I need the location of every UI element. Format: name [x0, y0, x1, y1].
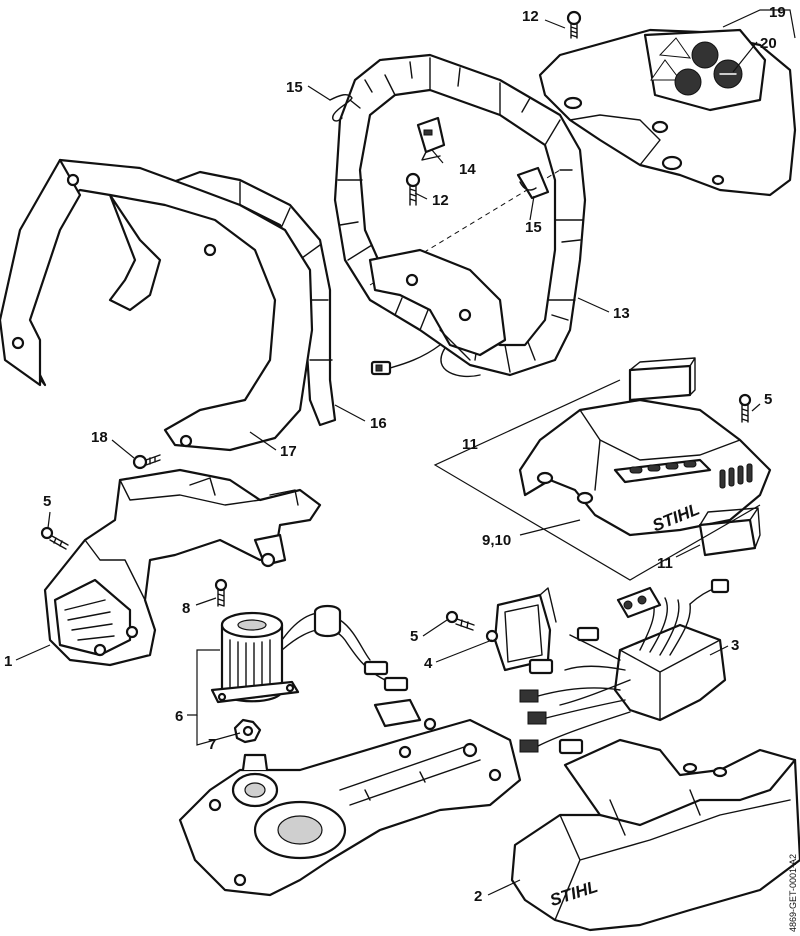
- callout-16: 16: [370, 415, 387, 432]
- part-11-foam-pad-upper: [628, 357, 696, 402]
- group-bracket-11: [433, 379, 761, 581]
- part-12-screw-top: [566, 10, 582, 39]
- callout-12-top: 12: [522, 8, 539, 25]
- part-9-10-top-cover: STIHL: [518, 398, 772, 537]
- part-15-clip-lower: [516, 166, 550, 200]
- callout-14: 14: [459, 161, 476, 178]
- part-5-screw-center: [445, 610, 475, 631]
- document-id: 4869-GET-0001-A2: [788, 854, 798, 932]
- callout-18: 18: [91, 429, 108, 446]
- callout-11-upper: 11: [462, 436, 478, 453]
- callout-5-left: 5: [43, 493, 51, 510]
- callout-17: 17: [280, 443, 297, 460]
- part-11-foam-pad-lower: [698, 507, 761, 557]
- callout-11-lower: 11: [657, 555, 673, 572]
- part-2-main-housing: STIHL: [510, 738, 800, 932]
- part-20-warning-label: [643, 28, 767, 112]
- callout-labels: 12 19 20 15 14 12 15 13 16 17 18 5 11 5 …: [4, 4, 786, 905]
- callout-12-middle: 12: [432, 192, 449, 209]
- part-1-left-housing: [43, 468, 322, 667]
- callout-13: 13: [613, 305, 630, 322]
- callout-2: 2: [474, 888, 482, 905]
- callout-8: 8: [182, 600, 190, 617]
- part-19-cover-cap: [538, 28, 797, 197]
- part-15-clip-upper: [329, 93, 353, 122]
- vent-slots: [629, 460, 753, 489]
- callout-6: 6: [175, 708, 183, 725]
- part-3-electronics-module: [519, 578, 730, 755]
- callout-4: 4: [424, 655, 433, 672]
- callout-5-center: 5: [410, 628, 418, 645]
- callout-20: 20: [760, 35, 777, 52]
- part-8-screw: [214, 578, 228, 607]
- callout-15-lower: 15: [525, 219, 542, 236]
- callout-7: 7: [208, 736, 216, 753]
- part-4-switch: [485, 587, 557, 672]
- part-14-bracket: [416, 116, 446, 161]
- part-13-handle-frame: [333, 53, 587, 378]
- callout-5-right: 5: [764, 391, 772, 408]
- callout-3: 3: [731, 637, 739, 654]
- callout-19: 19: [769, 4, 786, 21]
- callout-15-upper: 15: [286, 79, 303, 96]
- callout-1: 1: [4, 653, 12, 670]
- part-7-coupling: [233, 718, 262, 744]
- gear-housing-base: [178, 698, 522, 897]
- part-5-screw-left: [40, 526, 69, 550]
- part-6-motor: [210, 604, 409, 704]
- part-5-screw-right: [738, 393, 752, 423]
- leader-lines: [15, 9, 796, 896]
- callout-9-10: 9,10: [482, 532, 511, 549]
- part-12-screw-middle: [405, 172, 421, 206]
- part-18-screw: [132, 454, 161, 470]
- part-17-front-handle: [0, 158, 314, 452]
